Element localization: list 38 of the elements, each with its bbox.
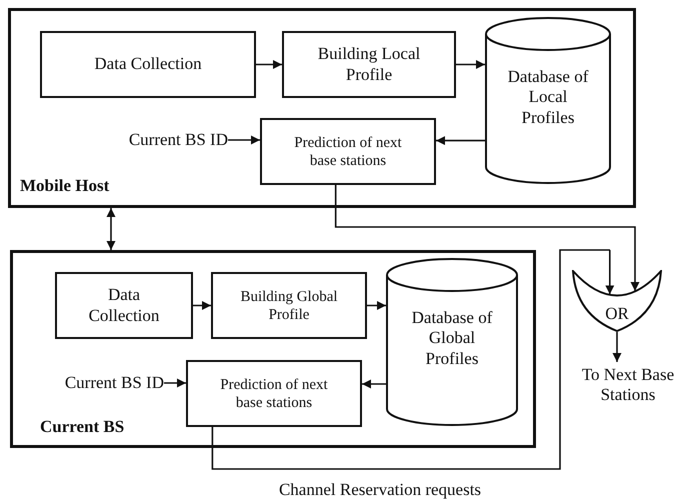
or-gate (572, 270, 662, 332)
box-label: Prediction of next base stations (293, 134, 403, 170)
arrow (367, 301, 386, 310)
arrow (164, 378, 186, 388)
arrow (612, 332, 622, 362)
input-label: Current BS ID (128, 130, 228, 150)
arrow (256, 60, 282, 69)
container-panel (8, 8, 636, 208)
arrow (106, 208, 116, 250)
process-box (40, 31, 256, 98)
database-label: Database of Global Profiles (410, 308, 494, 370)
panel-title: Mobile Host (20, 176, 110, 196)
arrow (193, 301, 211, 310)
database-cylinder (386, 258, 518, 426)
gate-label: OR (604, 304, 630, 324)
process-box (186, 360, 362, 427)
container-panel (10, 250, 536, 448)
arrow (436, 136, 485, 146)
panel-title: Current BS (40, 417, 124, 438)
arrow (228, 136, 260, 144)
box-label: Data Collection (88, 285, 160, 326)
box-label: Prediction of next base stations (219, 376, 329, 412)
arrow (456, 60, 485, 69)
arrow (362, 380, 386, 388)
note-label: Channel Reservation requests (278, 480, 482, 500)
box-label: Building Global Profile (239, 288, 339, 324)
arrow (212, 249, 614, 470)
process-box (260, 118, 436, 185)
input-label: Current BS ID (64, 372, 164, 394)
process-box (211, 272, 367, 339)
database-cylinder (485, 17, 611, 184)
box-label: Data Collection (93, 54, 203, 75)
box-label: Building Local Profile (316, 44, 422, 85)
process-box (55, 272, 193, 339)
database-label: Database of Local Profiles (506, 67, 590, 128)
process-box (282, 31, 456, 98)
arrow (334, 185, 640, 291)
input-label: To Next Base Stations (580, 364, 676, 406)
